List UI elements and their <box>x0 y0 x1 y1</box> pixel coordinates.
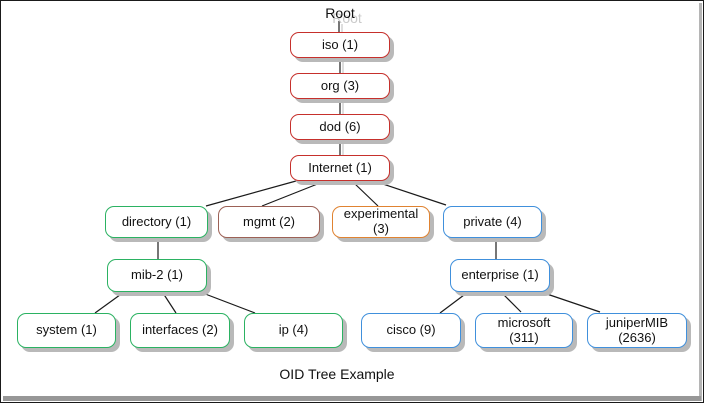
root-label: Root <box>325 5 355 21</box>
node-label-line2: (3) <box>373 221 389 236</box>
node-junipermib: juniperMIB (2636) <box>587 313 687 348</box>
node-label: dod (6) <box>319 118 361 134</box>
node-label: ip (4) <box>278 322 309 338</box>
diagram-caption: OID Tree Example <box>279 366 395 382</box>
node-label-line2: (2636) <box>618 329 656 345</box>
node-label: iso (1) <box>321 36 359 52</box>
node-org: org (3) <box>290 73 390 99</box>
node-private: private (4) <box>443 206 542 238</box>
node-system: system (1) <box>17 313 116 348</box>
node-label-line2: (311) <box>509 329 539 345</box>
node-label: private (4) <box>463 213 522 229</box>
connector-strokes <box>94 21 601 314</box>
node-label: cisco (9) <box>386 322 436 338</box>
node-mib2: mib-2 (1) <box>107 259 207 292</box>
node-label: Internet (1) <box>308 159 372 175</box>
node-label: system (1) <box>36 322 97 338</box>
node-dod: dod (6) <box>290 114 390 140</box>
node-label: org (3) <box>320 77 360 93</box>
node-enterprise: enterprise (1) <box>450 259 550 292</box>
node-label: interfaces (2) <box>142 322 218 338</box>
node-label: directory (1) <box>121 213 192 229</box>
node-label: experimental <box>343 206 419 222</box>
node-mgmt: mgmt (2) <box>218 206 320 238</box>
node-ip: ip (4) <box>244 313 343 348</box>
node-cisco: cisco (9) <box>361 313 461 348</box>
node-iso: iso (1) <box>290 32 390 58</box>
node-experimental: experimental (3) <box>332 206 430 238</box>
node-label: juniperMIB <box>605 314 669 330</box>
node-microsoft: microsoft (311) <box>475 313 573 348</box>
node-label: enterprise (1) <box>461 267 539 283</box>
node-label: microsoft <box>497 314 551 330</box>
node-label: mgmt (2) <box>243 213 295 229</box>
node-interfaces: interfaces (2) <box>130 313 230 348</box>
node-label: mib-2 (1) <box>130 267 183 283</box>
node-directory: directory (1) <box>105 206 208 238</box>
node-internet: Internet (1) <box>290 155 390 181</box>
